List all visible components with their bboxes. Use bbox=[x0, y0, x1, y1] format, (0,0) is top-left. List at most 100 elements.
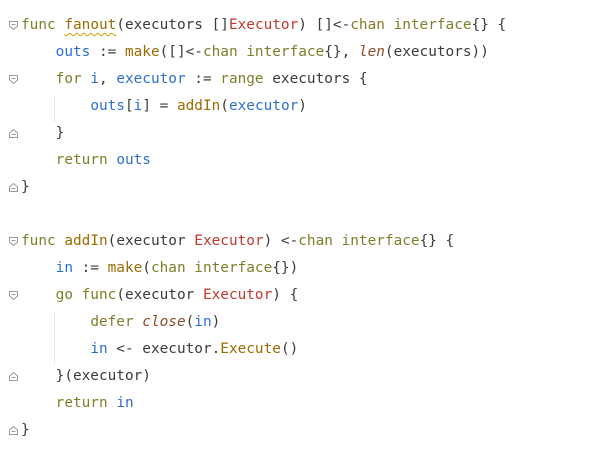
code-token: (executor bbox=[107, 233, 195, 249]
code-token: defer bbox=[90, 314, 143, 330]
fold-close-icon[interactable] bbox=[9, 372, 18, 381]
code-token: := bbox=[90, 44, 125, 60]
code-token bbox=[21, 44, 56, 60]
code-token: executors { bbox=[263, 71, 368, 87]
indent-guide bbox=[54, 96, 55, 122]
code-token: addIn bbox=[176, 98, 221, 114]
code-token bbox=[21, 314, 90, 330]
code-token: {}) bbox=[272, 260, 299, 276]
code-token: chan interface bbox=[298, 233, 420, 249]
code-token: ) <- bbox=[263, 233, 299, 249]
code-token: outs bbox=[55, 44, 91, 60]
code-token: } bbox=[21, 422, 30, 438]
code-token: executor bbox=[116, 71, 186, 87]
code-token: ) bbox=[298, 98, 307, 114]
code-token: i bbox=[133, 98, 143, 114]
code-token: <- executor. bbox=[107, 341, 221, 357]
code-token: {} { bbox=[471, 17, 507, 33]
code-token: go func bbox=[55, 287, 117, 303]
code-token: in bbox=[194, 314, 212, 330]
code-token: range bbox=[220, 71, 264, 87]
indent-guide bbox=[54, 312, 55, 364]
fold-close-icon[interactable] bbox=[9, 183, 18, 192]
code-token: ( bbox=[142, 260, 151, 276]
code-token: [ bbox=[124, 98, 134, 114]
code-token: outs bbox=[116, 152, 151, 168]
code-token bbox=[21, 341, 90, 357]
code-token: (executors)) bbox=[384, 44, 489, 60]
code-line[interactable]: func fanout(executors []Executor) []<-ch… bbox=[21, 12, 506, 39]
code-token: addIn bbox=[64, 233, 108, 249]
code-token: fanout bbox=[64, 17, 117, 33]
code-token: Executor bbox=[228, 17, 299, 33]
code-token: {}, bbox=[324, 44, 359, 60]
code-token: chan interface bbox=[350, 17, 472, 33]
code-token: Executor bbox=[202, 287, 273, 303]
code-token: } bbox=[21, 125, 65, 141]
code-line[interactable]: outs[i] = addIn(executor) bbox=[21, 93, 307, 120]
code-token bbox=[21, 395, 56, 411]
code-token: func bbox=[21, 233, 65, 249]
code-token: := bbox=[185, 71, 221, 87]
code-line[interactable]: for i, executor := range executors { bbox=[21, 66, 368, 93]
code-line[interactable]: outs := make([]<-chan interface{}, len(e… bbox=[21, 39, 489, 66]
code-token: ) bbox=[211, 314, 221, 330]
fold-open-icon[interactable] bbox=[9, 21, 18, 30]
code-token: ) { bbox=[272, 287, 299, 303]
code-token: in bbox=[55, 260, 73, 276]
code-token: } bbox=[21, 179, 30, 195]
code-line[interactable]: func addIn(executor Executor) <-chan int… bbox=[21, 228, 454, 255]
code-token: chan interface bbox=[150, 260, 273, 276]
fold-gutter bbox=[0, 0, 22, 456]
code-token bbox=[21, 287, 56, 303]
code-token bbox=[21, 260, 56, 276]
code-token: Executor bbox=[194, 233, 264, 249]
code-token: ] = bbox=[142, 98, 177, 114]
code-line[interactable]: return outs bbox=[21, 147, 151, 174]
code-token: ( bbox=[185, 314, 195, 330]
code-line[interactable]: return in bbox=[21, 390, 134, 417]
code-token: for bbox=[55, 71, 91, 87]
code-token: i bbox=[90, 71, 99, 87]
code-token: := bbox=[72, 260, 108, 276]
code-token: return bbox=[55, 395, 117, 411]
code-line[interactable]: } bbox=[21, 174, 30, 201]
code-token: {} { bbox=[419, 233, 455, 249]
code-token: (executor bbox=[116, 287, 203, 303]
code-token: ( bbox=[220, 98, 229, 114]
code-token bbox=[21, 152, 56, 168]
code-token bbox=[21, 71, 56, 87]
code-token: (executors [] bbox=[116, 17, 229, 33]
code-token: executor bbox=[228, 98, 299, 114]
code-token: return bbox=[55, 152, 117, 168]
fold-close-icon[interactable] bbox=[9, 426, 18, 435]
code-line[interactable]: in := make(chan interface{}) bbox=[21, 255, 299, 282]
fold-open-icon[interactable] bbox=[9, 291, 18, 300]
code-token: () bbox=[280, 341, 299, 357]
code-line[interactable]: } bbox=[21, 120, 65, 147]
code-token: in bbox=[90, 341, 108, 357]
code-token: ([]<- bbox=[159, 44, 203, 60]
code-token: func bbox=[21, 17, 65, 33]
code-token: make bbox=[124, 44, 160, 60]
code-line[interactable]: defer close(in) bbox=[21, 309, 220, 336]
code-token: outs bbox=[90, 98, 125, 114]
fold-open-icon[interactable] bbox=[9, 237, 18, 246]
code-token: in bbox=[116, 395, 134, 411]
code-line[interactable]: } bbox=[21, 417, 30, 444]
code-token: close bbox=[142, 314, 186, 330]
fold-close-icon[interactable] bbox=[9, 129, 18, 138]
code-line[interactable]: in <- executor.Execute() bbox=[21, 336, 298, 363]
code-token: Execute bbox=[220, 341, 281, 357]
code-token: make bbox=[107, 260, 143, 276]
fold-open-icon[interactable] bbox=[9, 75, 18, 84]
code-token: chan interface bbox=[202, 44, 325, 60]
code-token: , bbox=[98, 71, 117, 87]
code-line[interactable]: }(executor) bbox=[21, 363, 151, 390]
code-area[interactable]: func fanout(executors []Executor) []<-ch… bbox=[21, 0, 608, 456]
code-line[interactable]: go func(executor Executor) { bbox=[21, 282, 299, 309]
code-token: ) []<- bbox=[298, 17, 351, 33]
code-token bbox=[21, 98, 90, 114]
code-token: len bbox=[358, 44, 385, 60]
